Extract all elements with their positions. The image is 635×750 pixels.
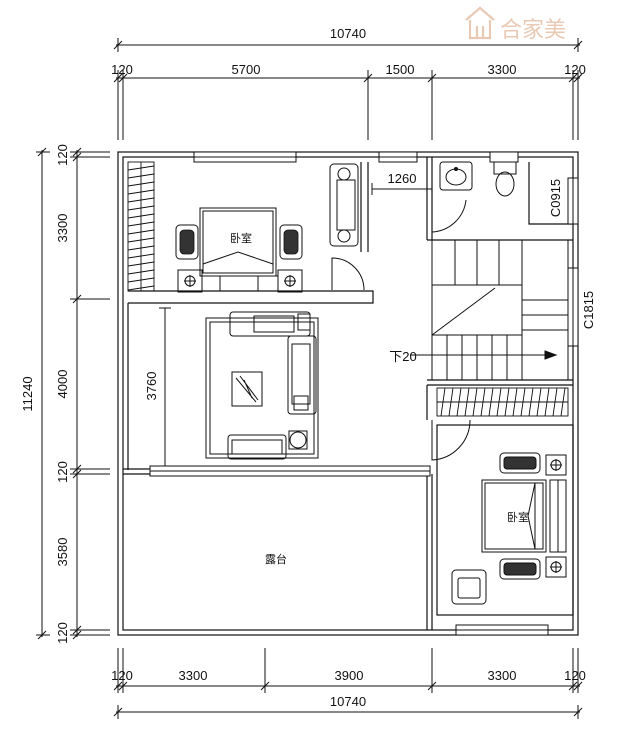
dim-inner-1260: 1260 [388,171,417,186]
dim-left-wall-top: 120 [55,144,70,166]
window-label-c1815: C1815 [581,291,596,329]
dim-top-seg2: 1500 [386,62,415,77]
stair-down-label: 下20 [389,349,416,364]
staircase [410,239,569,381]
bed-top [175,207,303,293]
house-logo-icon [465,6,495,40]
dim-top-wall-right: 120 [564,62,586,77]
room-label-bedroom-bottom: 卧室 [507,510,529,524]
dim-top-total: 10740 [330,26,366,41]
dim-left-wall-bottom: 120 [55,622,70,644]
dimension-lines [36,38,583,719]
dim-left-wall-mid: 120 [55,461,70,483]
window-label-c0915: C0915 [548,179,563,217]
bed-bottom [481,452,567,580]
dim-bottom-seg2: 3900 [335,668,364,683]
windows [149,151,579,636]
dimension-texts: 10740 120 5700 1500 3300 120 11240 120 3… [20,26,586,709]
dim-inner-3760: 3760 [144,372,159,401]
watermark: 合家美 [465,6,566,43]
dim-bottom-seg1: 3300 [179,668,208,683]
dim-left-total: 11240 [20,376,35,411]
dim-bottom-wall-right: 120 [564,668,586,683]
dim-bottom-total: 10740 [330,694,366,709]
wardrobe-bottom [436,387,569,417]
room-label-terrace: 露台 [265,552,287,566]
watermark-text: 合家美 [500,18,566,43]
armchair [451,569,487,605]
living-room-furniture [205,311,319,460]
dim-top-seg3: 3300 [488,62,517,77]
doors [331,196,471,461]
dim-left-seg2: 4000 [55,370,70,399]
wardrobe-top [127,161,155,292]
dim-bottom-wall-left: 120 [111,668,133,683]
dim-left-seg1: 3300 [55,214,70,243]
dim-left-seg3: 3580 [55,538,70,567]
sofa-top-bedroom [329,163,359,247]
room-label-bedroom-top: 卧室 [230,231,252,245]
bathroom-fixtures [439,161,517,197]
dim-bottom-seg3: 3300 [488,668,517,683]
dim-top-seg1: 5700 [232,62,261,77]
dim-top-wall-left: 120 [111,62,133,77]
